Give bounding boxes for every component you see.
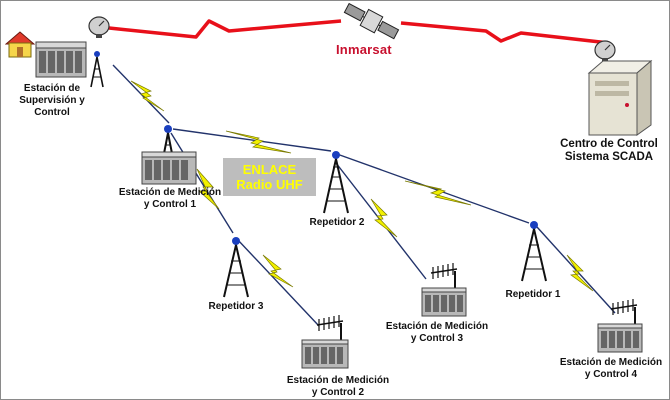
satellite-link-left — [108, 19, 342, 39]
control-center-label: Centro de Control Sistema SCADA — [560, 138, 658, 163]
emc1-label: Estación de Medición y Control 1 — [118, 187, 222, 210]
emc3-label: Estación de Medición y Control 3 — [385, 321, 489, 344]
radio-tower-icon — [223, 237, 249, 298]
uhf-bolt-rep2-rep1 — [404, 180, 472, 206]
uhf-line-rep2-rep1 — [336, 153, 530, 224]
emc4-label: Estación de Medición y Control 4 — [559, 357, 663, 380]
uhf-bolt-rep2-emc3 — [370, 198, 398, 238]
uhf-line-rep3-emc2 — [236, 238, 320, 327]
radio-tower-icon — [521, 221, 547, 282]
satellite-dish-icon — [88, 16, 110, 38]
rep3-label: Repetidor 3 — [208, 301, 264, 312]
emc2-label: Estación de Medición y Control 2 — [286, 375, 390, 398]
uhf-line-emc1-rep2 — [172, 128, 332, 152]
rep2-label: Repetidor 2 — [309, 217, 365, 228]
control-cabinet-icon — [597, 323, 643, 353]
uhf-bolt-emc1-rep2 — [225, 130, 292, 154]
uhf-bolt-rep3-emc2 — [262, 254, 294, 288]
control-cabinet-icon — [141, 151, 197, 185]
satellite-dish-icon — [594, 40, 616, 62]
radio-tower-icon — [90, 51, 104, 88]
house-icon — [5, 31, 35, 58]
control-cabinet-icon — [35, 41, 87, 78]
rep1-label: Repetidor 1 — [505, 289, 561, 300]
radio-tower-icon — [323, 151, 349, 214]
control-cabinet-icon — [301, 339, 349, 369]
control-cabinet-icon — [421, 287, 467, 317]
uhf-link-line2: Radio UHF — [236, 177, 303, 192]
supervision-station-label: Estación de Supervisión y Control — [19, 83, 85, 118]
uhf-link-line1: ENLACE — [242, 162, 297, 177]
uhf-line-rep1-emc4 — [536, 226, 616, 314]
uhf-link-label-box: ENLACE Radio UHF — [223, 158, 316, 196]
uhf-bolt-rep1-emc4 — [566, 254, 594, 292]
uhf-line-emc1-rep3 — [170, 132, 234, 234]
uhf-bolt-emc1-rep3 — [196, 168, 220, 210]
satellite-link-right — [400, 21, 610, 45]
uhf-bolt-sup-emc1 — [130, 80, 165, 112]
inmarsat-label: Inmarsat — [336, 42, 392, 57]
server-icon — [587, 59, 653, 136]
satellite-icon — [343, 3, 400, 40]
